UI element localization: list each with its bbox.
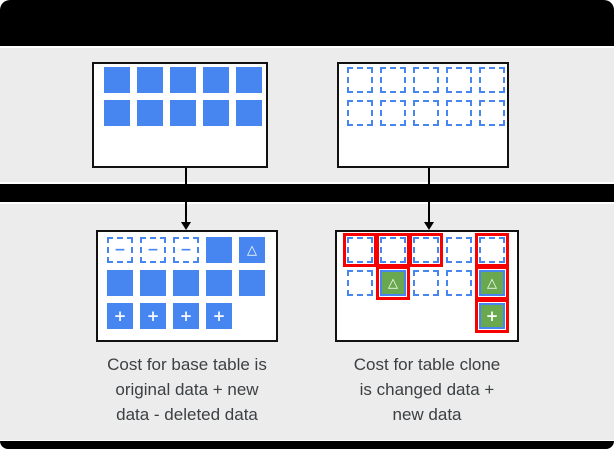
cell-dashed: [413, 270, 439, 296]
cell-solid: [137, 100, 163, 126]
base-arrow-head-icon: [181, 222, 191, 230]
cell-dashed-red: [376, 233, 410, 267]
base-table-before-box: [92, 62, 268, 168]
cell-solid: [203, 67, 229, 93]
cell-solid: [137, 67, 163, 93]
cell-green-delta-red: △: [376, 266, 410, 300]
cell-solid-plus: +: [140, 303, 166, 329]
cell-dashed: [347, 67, 373, 93]
cell-dashed: [479, 100, 505, 126]
cell-solid: [236, 67, 262, 93]
clone-table-before-grid: [339, 64, 507, 126]
cell-solid-delta: △: [239, 237, 265, 263]
cell-solid: [206, 270, 232, 296]
cell-dashed: [380, 100, 406, 126]
clone-table-before-box: [337, 62, 509, 168]
cell-dashed: [446, 237, 472, 263]
plus-icon: +: [146, 306, 160, 325]
base-table-after-grid: − − − △ + + + +: [98, 232, 276, 329]
plus-icon: +: [113, 306, 127, 325]
base-table-after-box: − − − △ + + + +: [96, 230, 278, 342]
cell-green-delta-red: △: [475, 266, 509, 300]
cell-solid: [206, 237, 232, 263]
cell-dashed: [380, 67, 406, 93]
cell-dashed: [446, 270, 472, 296]
clone-table-cost-caption: Cost for table clone is changed data + n…: [353, 355, 501, 424]
cell-dashed: [347, 100, 373, 126]
cell-solid: [104, 100, 130, 126]
cell-dashed-red: [409, 233, 443, 267]
cell-dashed-minus: −: [107, 237, 133, 263]
clone-arrow-head-icon: [424, 222, 434, 230]
clone-table-after-grid: △ △ +: [337, 232, 517, 333]
cell-solid: [173, 270, 199, 296]
cell-solid: [203, 100, 229, 126]
cell-dashed-red: [475, 233, 509, 267]
cell-solid: [239, 270, 265, 296]
clone-table-after-box: △ △ +: [335, 230, 519, 342]
top-bar: [0, 0, 614, 46]
cell-solid: [236, 100, 262, 126]
cell-solid: [170, 100, 196, 126]
cell-dashed: [446, 100, 472, 126]
plus-icon: +: [485, 306, 499, 325]
base-table-cost-caption: Cost for base table is original data + n…: [107, 355, 267, 424]
plus-icon: +: [212, 306, 226, 325]
cell-dashed: [446, 67, 472, 93]
delta-icon: △: [247, 242, 257, 258]
base-arrow-line: [185, 168, 187, 223]
cell-dashed: [347, 270, 373, 296]
cell-dashed-red: [343, 233, 377, 267]
cell-solid: [107, 270, 133, 296]
cell-solid: [140, 270, 166, 296]
delta-icon: △: [487, 275, 497, 291]
cell-solid-plus: +: [107, 303, 133, 329]
minus-icon: −: [180, 242, 192, 258]
clone-arrow-line: [428, 168, 430, 223]
cell-solid-plus: +: [173, 303, 199, 329]
middle-bar: [0, 184, 614, 202]
cell-dashed-minus: −: [140, 237, 166, 263]
minus-icon: −: [114, 242, 126, 258]
base-table-before-grid: [94, 64, 266, 126]
bottom-bar: [0, 441, 614, 449]
cell-green-plus-red: +: [475, 299, 509, 333]
cell-solid: [170, 67, 196, 93]
cell-dashed: [413, 67, 439, 93]
cell-dashed-minus: −: [173, 237, 199, 263]
plus-icon: +: [179, 306, 193, 325]
cell-dashed: [479, 67, 505, 93]
cell-solid-plus: +: [206, 303, 232, 329]
cell-solid: [104, 67, 130, 93]
delta-icon: △: [388, 275, 398, 291]
cell-dashed: [413, 100, 439, 126]
minus-icon: −: [147, 242, 159, 258]
